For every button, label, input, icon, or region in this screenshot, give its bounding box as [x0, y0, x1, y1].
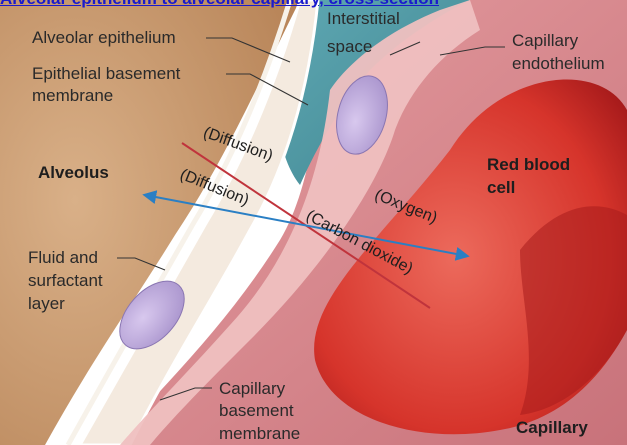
fluid-label-1: Fluid and [28, 248, 98, 267]
epithelial-basement-label-2: membrane [32, 86, 113, 105]
interstitial-label-1: Interstitial [327, 9, 400, 28]
capillary-basement-label-2: basement [219, 401, 294, 420]
alveolar-epithelium-label: Alveolar epithelium [32, 28, 176, 47]
alveolus-label: Alveolus [38, 163, 109, 182]
capillary-basement-label-3: membrane [219, 424, 300, 443]
fluid-label-3: layer [28, 294, 65, 313]
fluid-label-2: surfactant [28, 271, 103, 290]
capillary-basement-label-1: Capillary [219, 379, 286, 398]
capillary-label: Capillary [516, 418, 588, 437]
red-blood-cell-label-2: cell [487, 178, 515, 197]
banner-text[interactable]: Alveolar epithelium to alveolar capillar… [0, 0, 627, 9]
capillary-endothelium-label-1: Capillary [512, 31, 579, 50]
epithelial-basement-label-1: Epithelial basement [32, 64, 181, 83]
interstitial-label-2: space [327, 37, 372, 56]
capillary-endothelium-label-2: endothelium [512, 54, 605, 73]
red-blood-cell-label-1: Red blood [487, 155, 570, 174]
top-banner: Alveolar epithelium to alveolar capillar… [0, 0, 627, 9]
